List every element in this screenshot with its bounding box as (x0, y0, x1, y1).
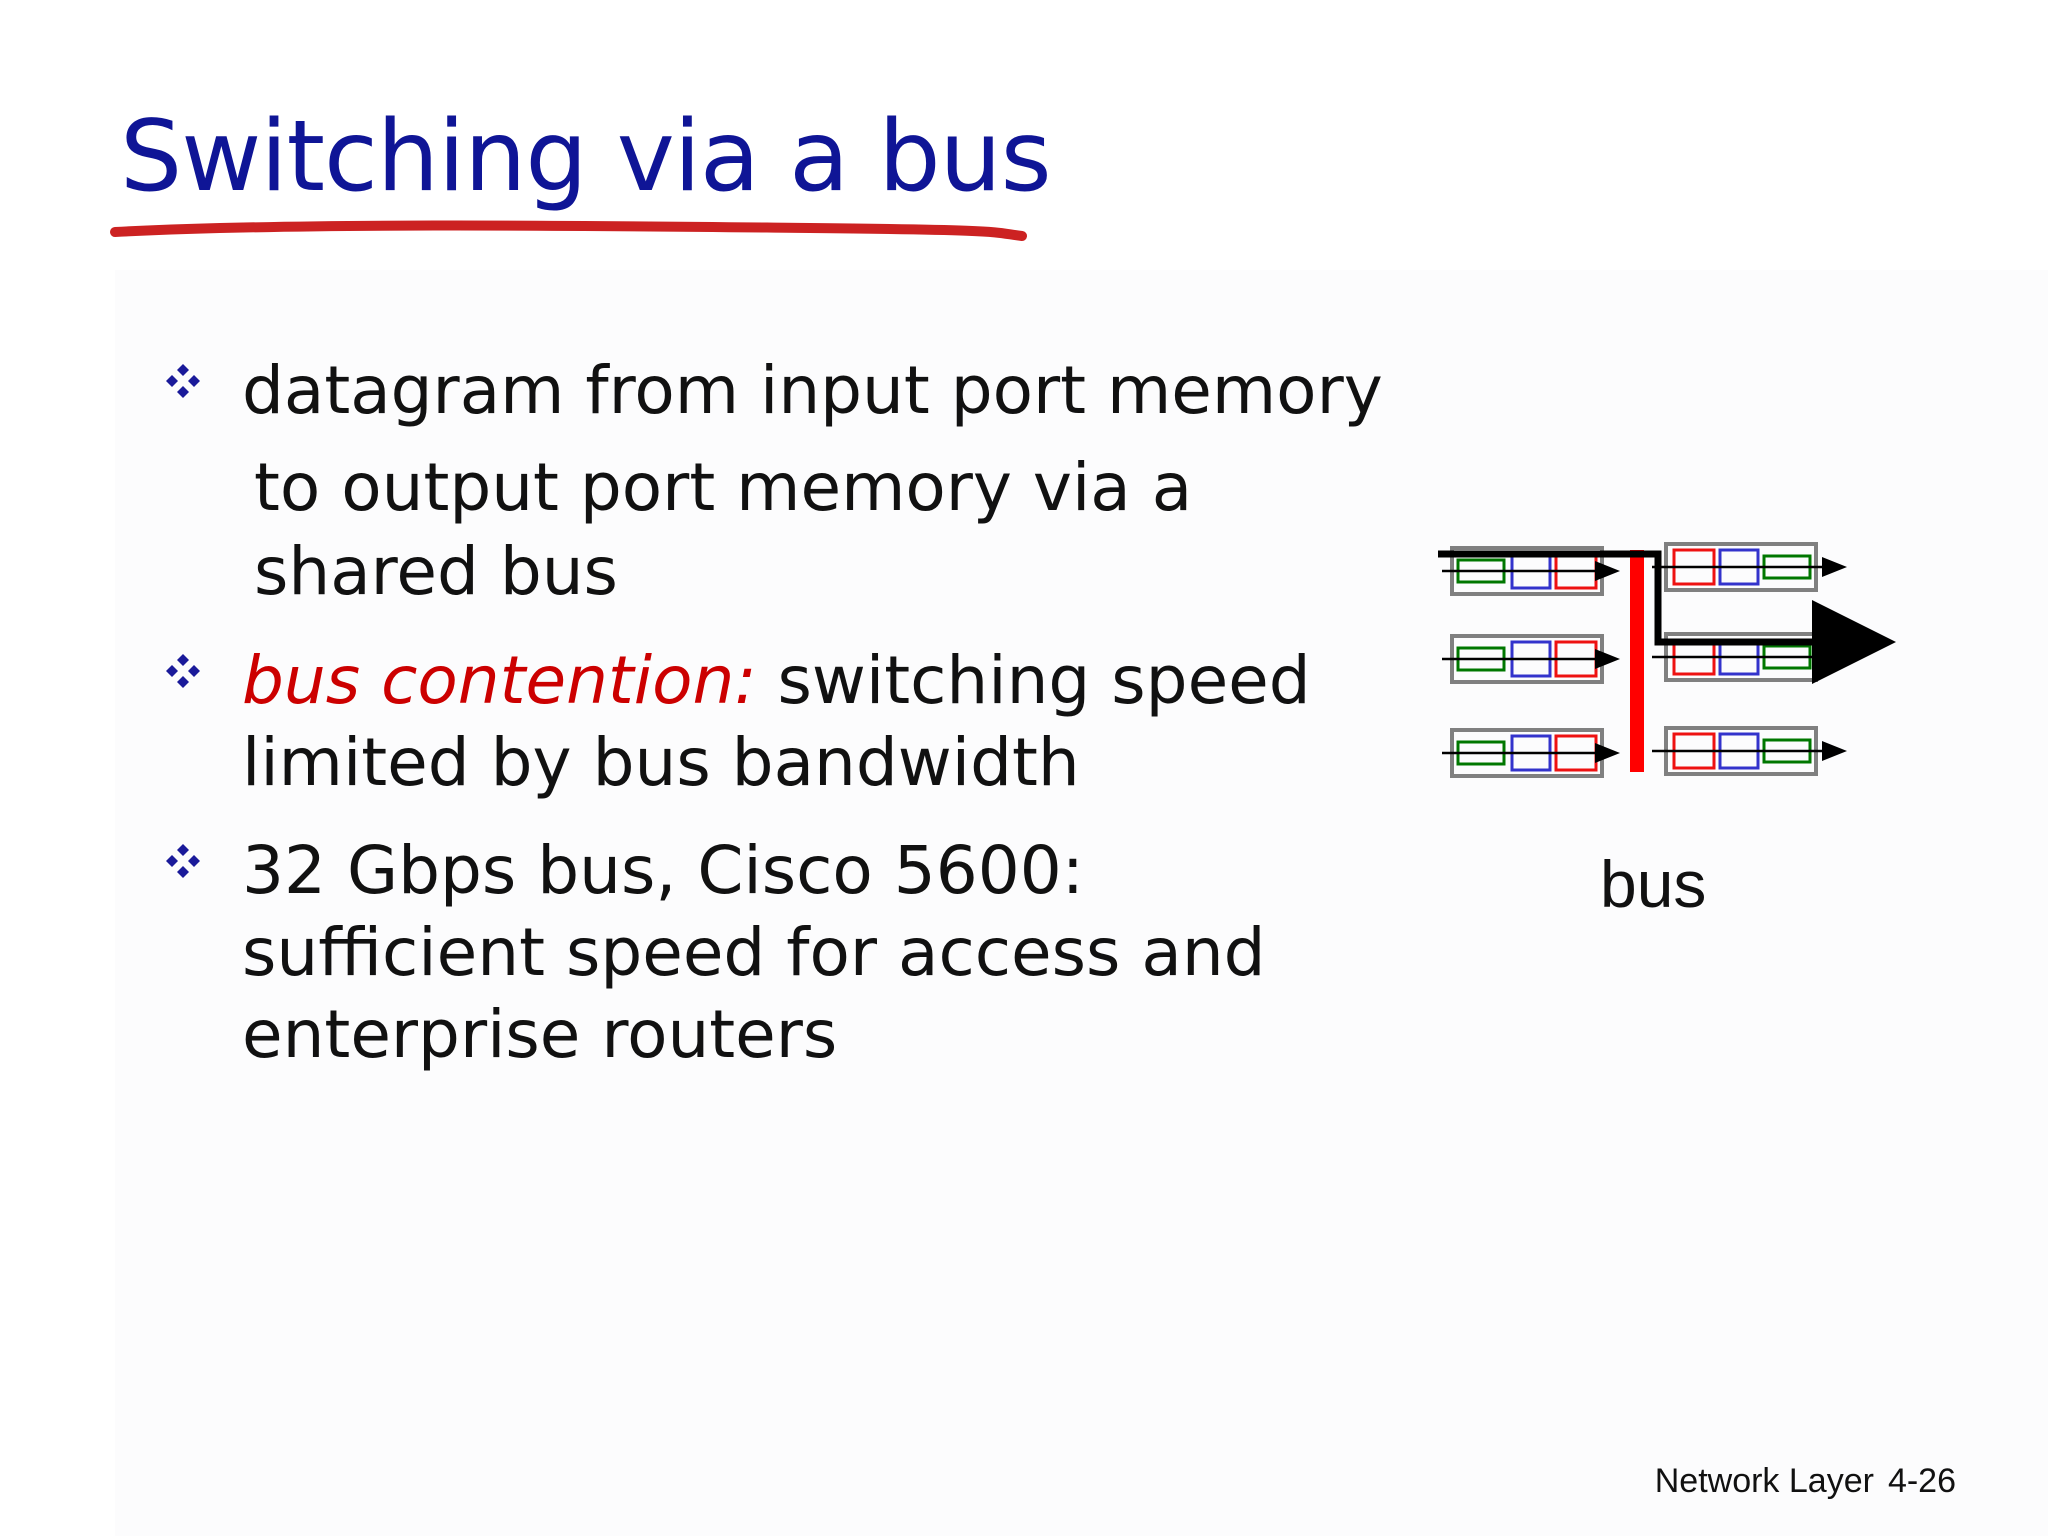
slide-footer: Network Layer 4-26 (1655, 1462, 1956, 1501)
bus-label: bus (1600, 847, 1707, 921)
four-diamond-bullet-icon (166, 364, 200, 398)
slide-title: Switching via a bus (120, 100, 1052, 214)
datagram-path (1438, 550, 1896, 684)
page-number: 4-26 (1887, 1462, 1956, 1500)
bullet-text: 32 Gbps bus, Cisco 5600: sufficient spee… (242, 832, 1266, 1073)
shared-bus (1630, 550, 1644, 772)
bullet-list: datagram from input port memory to outpu… (160, 350, 1400, 1076)
bullet-text-line2: to output port memory via a shared bus (254, 449, 1193, 610)
input-port (1442, 728, 1620, 778)
bullet-item: 32 Gbps bus, Cisco 5600: sufficient spee… (160, 830, 1400, 1076)
four-diamond-bullet-icon (166, 844, 200, 878)
title-underline (110, 220, 1027, 241)
footer-section: Network Layer (1654, 1462, 1874, 1500)
bullet-item: datagram from input port memory to outpu… (160, 350, 1400, 614)
bullet-highlight: bus contention: (242, 642, 757, 719)
bullet-text: switching speed limited by bus bandwidth (242, 642, 1311, 801)
content-background (115, 270, 2048, 1536)
input-port (1442, 634, 1620, 684)
output-port (1652, 726, 1847, 776)
four-diamond-bullet-icon (166, 654, 200, 688)
bullet-item: bus contention: switching speed limited … (160, 640, 1400, 804)
bullet-text-line1: datagram from input port memory (242, 352, 1383, 429)
bus-switch-diagram (1438, 542, 1896, 778)
output-port (1652, 542, 1847, 592)
